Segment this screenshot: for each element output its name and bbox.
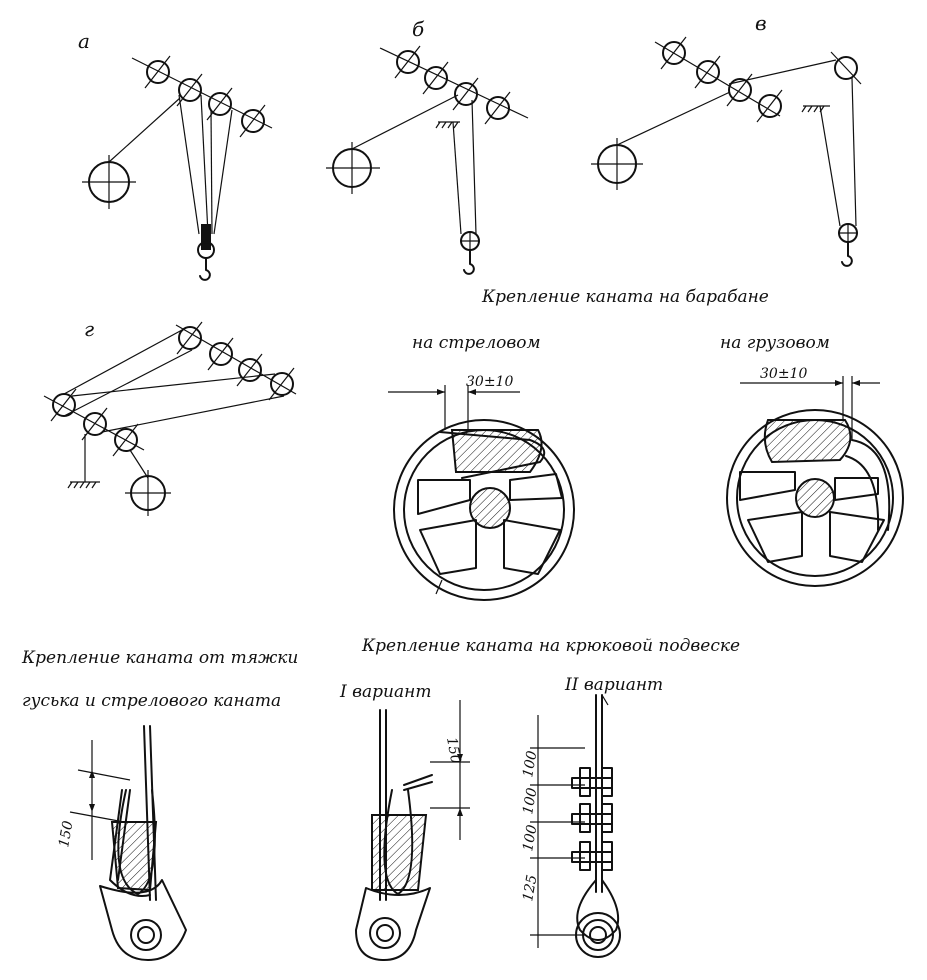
sheave [236, 353, 263, 387]
sheave [239, 104, 266, 138]
label-a: а [78, 29, 90, 53]
drum [125, 470, 171, 516]
hook-title: Крепление каната на крюковой подвеске [361, 636, 740, 656]
dim-100-b: 100 [520, 787, 540, 816]
rope-clamp [571, 803, 613, 833]
variant-1-label: I вариант [339, 682, 431, 702]
sheave [830, 51, 862, 85]
label-g: г [84, 317, 94, 341]
hook-block [460, 231, 480, 251]
variant-2-label: II вариант [564, 675, 663, 695]
sheave [694, 55, 721, 89]
stay-rope-termination: 150 [56, 725, 187, 961]
sheave [176, 321, 203, 355]
sheave [484, 91, 511, 125]
label-v: в [755, 11, 767, 35]
sheave [176, 73, 203, 107]
drum [591, 138, 643, 190]
sheave [660, 36, 687, 70]
label-b: б [412, 17, 425, 41]
boom-drum-section: 30±10 [388, 374, 575, 601]
load-drum-label: на грузовом [720, 333, 830, 353]
dim-100-a: 100 [520, 750, 540, 779]
scheme-a: а [78, 29, 273, 281]
sheave [207, 337, 234, 371]
load-drum-section: 30±10 [726, 366, 904, 587]
sheave [726, 73, 753, 107]
sheave [422, 61, 449, 95]
drum-title: Крепление каната на барабане [481, 287, 769, 307]
sheave [268, 367, 295, 401]
boom-drum-label: на стреловом [412, 333, 541, 353]
sheave [452, 77, 479, 111]
dim-100-c: 100 [520, 824, 540, 853]
scheme-g: г [43, 317, 297, 516]
dim-125: 125 [520, 874, 540, 903]
hook-variant-1: 150 [355, 700, 470, 961]
scheme-b: б [326, 17, 529, 275]
rope-clamp [571, 767, 613, 797]
sheave [112, 423, 139, 457]
sheave [756, 89, 783, 123]
stay-title-1: Крепление каната от тяжки [21, 648, 298, 668]
drum [82, 155, 136, 209]
dim-150-mid: 150 [443, 736, 463, 765]
dim-150-left: 150 [56, 820, 76, 849]
sheave [50, 388, 77, 422]
scheme-v: в [591, 11, 862, 267]
drum [326, 142, 380, 194]
sheave [81, 407, 108, 441]
sheave [144, 55, 171, 89]
hook-variant-2: 100 100 100 125 [520, 694, 621, 958]
dim-load: 30±10 [760, 366, 807, 382]
rope-clamp [571, 841, 613, 871]
stay-title-2: гуська и стрелового каната [22, 691, 281, 711]
sheave [394, 45, 421, 79]
hook-block [838, 223, 858, 243]
dim-boom: 30±10 [466, 374, 513, 390]
